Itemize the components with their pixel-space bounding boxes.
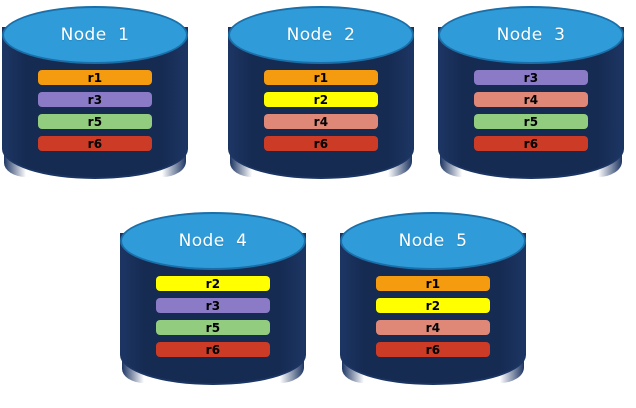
database-node-cylinder[interactable]: Node 2 r1 r2 r4 r6 — [228, 6, 414, 192]
cylinder-top-ellipse — [120, 212, 306, 270]
replica-label: r1 — [87, 70, 103, 85]
database-node-cylinder[interactable]: Node 4 r2 r3 r5 r6 — [120, 212, 306, 398]
replica-bar[interactable]: r5 — [38, 114, 152, 129]
replica-label: r4 — [313, 114, 329, 129]
replica-label: r6 — [523, 136, 539, 151]
replica-label: r1 — [425, 276, 441, 291]
replica-bar-list: r1 r2 r4 r6 — [376, 276, 490, 357]
replica-bar[interactable]: r6 — [156, 342, 270, 357]
replica-bar[interactable]: r1 — [376, 276, 490, 291]
node-title: Node 2 — [286, 25, 356, 45]
replica-bar[interactable]: r4 — [376, 320, 490, 335]
replica-label: r2 — [205, 276, 221, 291]
replica-label: r6 — [313, 136, 329, 151]
cylinder-top-ellipse — [228, 6, 414, 64]
replica-bar[interactable]: r1 — [38, 70, 152, 85]
replica-label: r2 — [313, 92, 329, 107]
replica-bar[interactable]: r2 — [156, 276, 270, 291]
replica-label: r4 — [523, 92, 539, 107]
replica-bar[interactable]: r4 — [264, 114, 378, 129]
replica-bar[interactable]: r2 — [376, 298, 490, 313]
replica-bar[interactable]: r3 — [156, 298, 270, 313]
replica-bar[interactable]: r2 — [264, 92, 378, 107]
cylinder-top-ellipse — [340, 212, 526, 270]
replica-label: r6 — [425, 342, 441, 357]
replica-bar[interactable]: r4 — [474, 92, 588, 107]
cylinder-top-ellipse — [438, 6, 624, 64]
replica-bar[interactable]: r6 — [474, 136, 588, 151]
replica-bar-list: r1 r2 r4 r6 — [264, 70, 378, 151]
replica-bar-list: r1 r3 r5 r6 — [38, 70, 152, 151]
replica-label: r3 — [523, 70, 539, 85]
replica-bar[interactable]: r6 — [38, 136, 152, 151]
replica-label: r5 — [205, 320, 221, 335]
node-title: Node 1 — [60, 25, 130, 45]
replica-label: r6 — [87, 136, 103, 151]
replica-bar-list: r3 r4 r5 r6 — [474, 70, 588, 151]
replica-label: r1 — [313, 70, 329, 85]
replica-bar[interactable]: r1 — [264, 70, 378, 85]
replica-bar[interactable]: r5 — [156, 320, 270, 335]
replica-bar[interactable]: r3 — [38, 92, 152, 107]
node-title: Node 5 — [398, 231, 468, 251]
database-node-cylinder[interactable]: Node 3 r3 r4 r5 r6 — [438, 6, 624, 192]
database-node-cylinder[interactable]: Node 1 r1 r3 r5 r6 — [2, 6, 188, 192]
replica-bar[interactable]: r6 — [376, 342, 490, 357]
replica-label: r3 — [87, 92, 103, 107]
node-title: Node 3 — [496, 25, 566, 45]
replica-label: r6 — [205, 342, 221, 357]
replica-label: r3 — [205, 298, 221, 313]
replica-bar[interactable]: r6 — [264, 136, 378, 151]
database-node-cylinder[interactable]: Node 5 r1 r2 r4 r6 — [340, 212, 526, 398]
replica-label: r4 — [425, 320, 441, 335]
replica-bar[interactable]: r3 — [474, 70, 588, 85]
cylinder-top-ellipse — [2, 6, 188, 64]
replica-bar-list: r2 r3 r5 r6 — [156, 276, 270, 357]
replica-label: r5 — [87, 114, 103, 129]
node-title: Node 4 — [178, 231, 248, 251]
replica-bar[interactable]: r5 — [474, 114, 588, 129]
replica-label: r2 — [425, 298, 441, 313]
replica-label: r5 — [523, 114, 539, 129]
